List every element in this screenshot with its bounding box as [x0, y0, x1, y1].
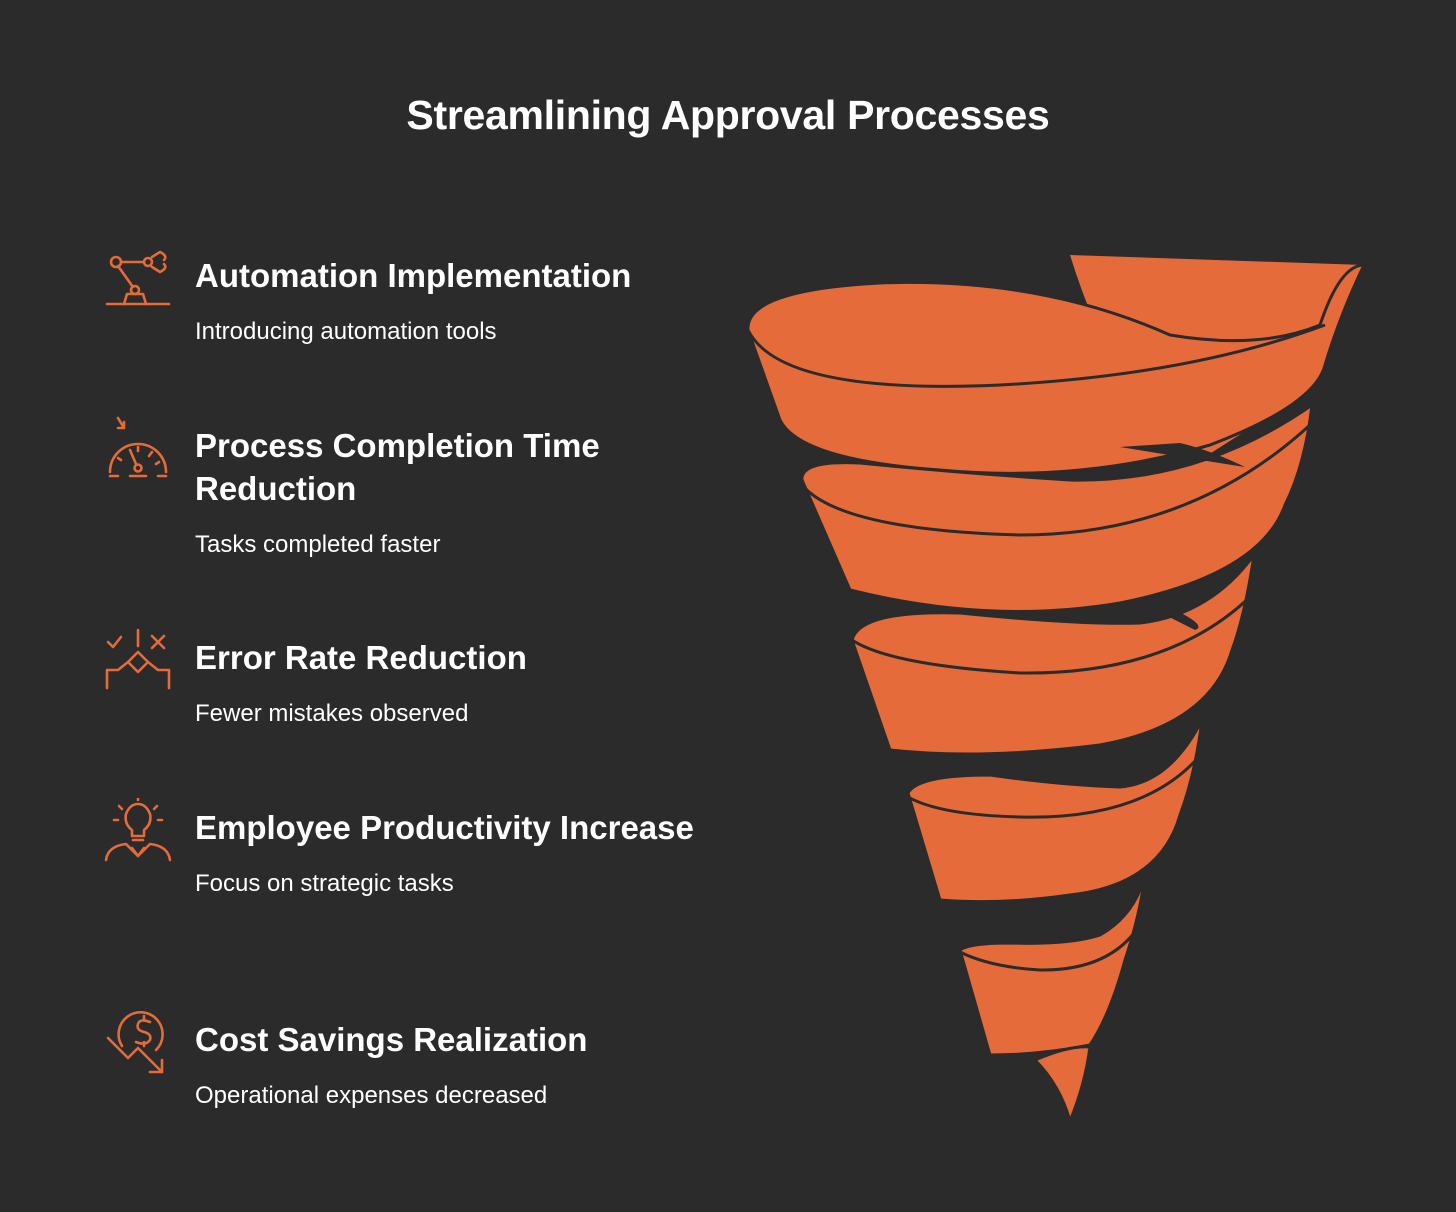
step-title: Employee Productivity Increase: [195, 809, 694, 846]
robot-arm-icon: [104, 246, 172, 314]
step-description: Tasks completed faster: [195, 531, 441, 558]
dollar-decrease-icon: [104, 1010, 172, 1078]
page-title: Streamlining Approval Processes: [406, 92, 1050, 138]
spiral-tip: [1033, 1045, 1092, 1123]
spiral-band-4: [906, 718, 1204, 904]
step-error-rate-reduction: Error Rate Reduction Fewer mistakes obse…: [104, 628, 724, 729]
step-process-completion-time-reduction: Process Completion Time Reduction Tasks …: [104, 416, 724, 560]
spiral-band-2: [800, 403, 1314, 613]
step-title: Cost Savings Realization: [195, 1021, 588, 1058]
spiral-funnel-graphic: [740, 255, 1380, 1135]
step-description: Introducing automation tools: [195, 318, 497, 345]
step-employee-productivity-increase: Employee Productivity Increase Focus on …: [104, 798, 724, 899]
lightbulb-person-icon: [104, 798, 172, 866]
step-title: Automation Implementation: [195, 257, 632, 294]
step-description: Fewer mistakes observed: [195, 700, 469, 727]
step-title: Process Completion Time Reduction: [195, 427, 600, 507]
spiral-band-3: [850, 553, 1256, 756]
step-automation-implementation: Automation Implementation Introducing au…: [104, 246, 724, 347]
step-description: Operational expenses decreased: [195, 1082, 548, 1109]
check-cross-decision-icon: [104, 628, 172, 696]
step-cost-savings-realization: Cost Savings Realization Operational exp…: [104, 1010, 724, 1111]
step-description: Focus on strategic tasks: [195, 870, 454, 897]
speedometer-icon: [104, 416, 172, 484]
step-title: Error Rate Reduction: [195, 639, 527, 676]
